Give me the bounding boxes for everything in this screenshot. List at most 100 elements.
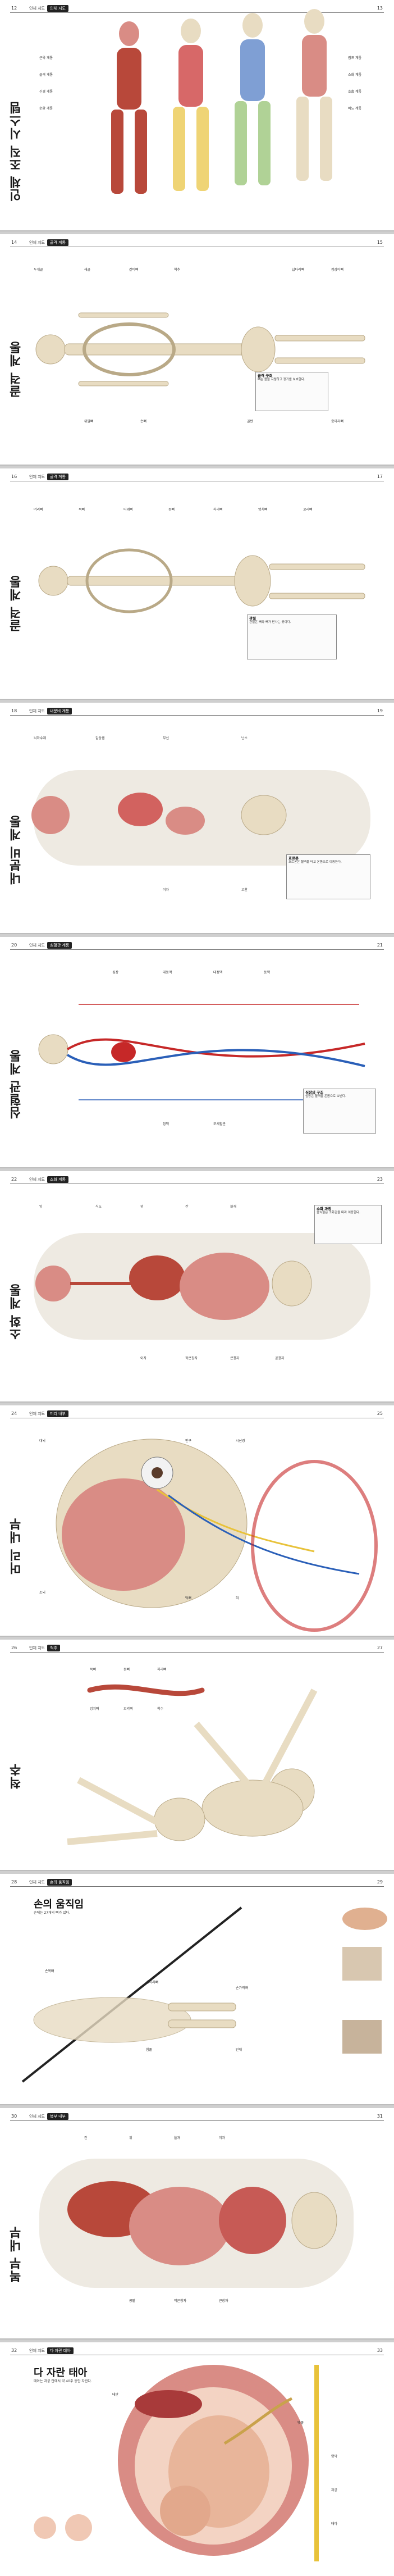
ribcage-vessels-shape [251, 1460, 378, 1632]
digestive-illustration [34, 1233, 370, 1340]
label-gallbladder: 쓸개 [174, 2136, 181, 2140]
brain-shape [62, 1478, 185, 1591]
breadcrumb-text: 인체 지도 [29, 2114, 45, 2119]
cardiovascular-illustration [38, 1004, 365, 1100]
page-title: 다 자란 태아 [34, 2367, 88, 2379]
label-tibia: 정강이뼈 [331, 268, 344, 272]
label-circulatory: 순환 계통 [39, 107, 53, 111]
label-mouth: 입 [39, 1205, 43, 1209]
page-number-left: 30 [11, 2114, 17, 2119]
label-placenta: 태반 [112, 2393, 119, 2397]
page-number-left: 14 [11, 240, 17, 245]
breadcrumb-text: 인체 지도 [29, 2349, 45, 2353]
section-tag: 소화 계통 [47, 1176, 68, 1183]
left-arm-shape [78, 312, 169, 318]
page-title: 골격 계통 [10, 575, 24, 632]
breadcrumb-text: 인체 지도 [29, 1646, 45, 1650]
info-box-title: 관절 [249, 616, 256, 621]
fetus-illustration [34, 2365, 319, 2561]
label-digestive: 소화 계통 [348, 73, 361, 77]
label-scapula: 어깨뼈 [123, 508, 133, 512]
organ-systems-illustration [111, 9, 332, 194]
page-number-right: 21 [377, 943, 383, 948]
label-eyeball: 안구 [185, 1439, 192, 1443]
skeleton-back-illustration [38, 548, 365, 613]
label-cerebellum: 소뇌 [39, 1591, 46, 1595]
page-number-left: 22 [11, 1177, 17, 1182]
breadcrumb-text: 인체 지도 [29, 1880, 45, 1885]
arm-bone-a [194, 1722, 267, 1805]
label-lymph: 림프 계통 [348, 56, 361, 60]
hand-bones-shape [33, 1997, 191, 2043]
label-vein: 정맥 [163, 1122, 169, 1126]
label-jaw: 턱뼈 [185, 1596, 192, 1600]
label-adrenal: 부신 [163, 736, 169, 740]
label-coccyx: 꼬리뼈 [123, 1707, 133, 1711]
hand-illustration [21, 1906, 387, 2083]
breadcrumb-text: 인체 지도 [29, 6, 45, 11]
head-illustration [56, 1439, 378, 1632]
label-tendon: 힘줄 [146, 2048, 153, 2052]
pancreas-shape [166, 807, 205, 835]
label-thoracic: 등뼈 [123, 1668, 130, 1672]
ribcage-back-shape [85, 548, 173, 613]
label-humerus: 위팔뼈 [84, 420, 94, 424]
label-aorta: 대동맥 [163, 971, 172, 975]
stomach-liver-shape [129, 1255, 185, 1300]
page-title: 머리 내부 [10, 1518, 24, 1574]
page-number-right: 27 [377, 1645, 383, 1650]
label-ovary: 난소 [241, 736, 248, 740]
vein-path [66, 1049, 365, 1067]
pelvis-shape [241, 326, 276, 372]
vein-path [168, 1494, 360, 1575]
label-clavicle: 쇄골 [84, 268, 91, 272]
page-number-left: 24 [11, 1411, 17, 1416]
body-figure-2 [173, 19, 209, 191]
header-rule [10, 1652, 384, 1653]
label-phalanges: 손가락뼈 [236, 1986, 249, 1990]
label-urinary: 비뇨 계통 [348, 107, 361, 111]
page-number-left: 26 [11, 1645, 17, 1650]
pelvis-shape [154, 1797, 205, 1841]
label-pancreas: 이자 [163, 888, 169, 892]
heart-region-shape [118, 793, 163, 826]
page-number-right: 17 [377, 474, 383, 479]
info-box: 호르몬 호르몬은 혈액을 타고 온몸으로 이동한다. [286, 854, 370, 899]
label-capillary: 모세혈관 [213, 1122, 226, 1126]
page-title: 인체 조직 시스템 [10, 101, 24, 202]
label-uterus: 자궁 [331, 2488, 338, 2492]
breadcrumb-text: 인체 지도 [29, 709, 45, 713]
label-small-intestine: 작은창자 [185, 1357, 198, 1360]
label-amnion: 양막 [331, 2455, 338, 2459]
right-leg-shape [274, 357, 365, 364]
header-rule [10, 1886, 384, 1887]
page-number-left: 18 [11, 708, 17, 713]
label-umbilical-cord: 탯줄 [297, 2421, 304, 2425]
page-title: 소화 계통 [10, 1284, 24, 1340]
fetus-head-shape [160, 2486, 210, 2536]
section-tag: 다 자란 태아 [47, 2347, 74, 2354]
label-coccyx: 꼬리뼈 [303, 508, 313, 512]
label-pituitary: 뇌하수체 [34, 736, 47, 740]
body-figure-4 [296, 9, 332, 181]
page-number-left: 16 [11, 474, 17, 479]
section-tag: 심혈관 계통 [47, 942, 72, 949]
page-title: 심혈관 계통 [10, 1049, 24, 1119]
label-skull: 두개골 [34, 268, 43, 272]
palm-photo-shape [342, 1908, 387, 1930]
label-nervous: 신경 계통 [39, 90, 53, 94]
info-box-text: 심장은 혈액을 온몸으로 보낸다. [305, 1095, 346, 1098]
right-arm-shape [78, 381, 169, 386]
label-artery: 동맥 [264, 971, 271, 975]
page-number-left: 28 [11, 1879, 17, 1885]
label-pelvis: 골반 [247, 420, 254, 424]
label-heart: 심장 [112, 971, 119, 975]
